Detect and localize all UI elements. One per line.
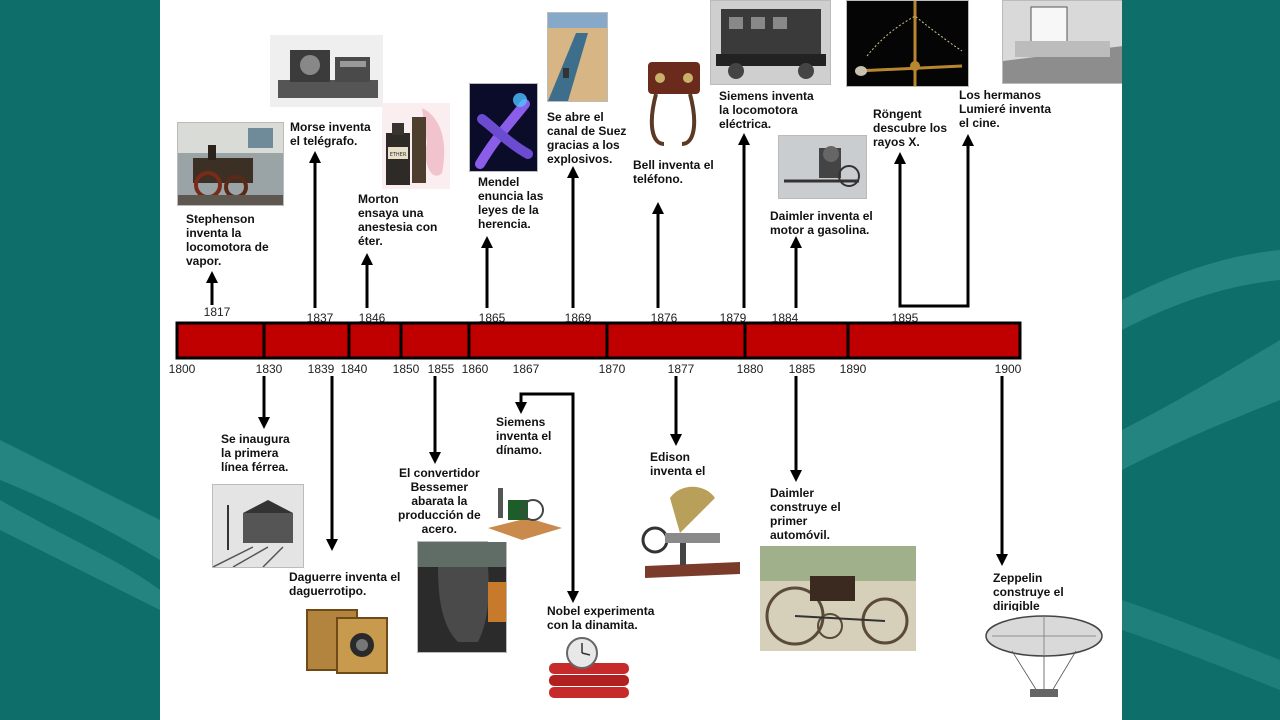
caption-daguerre: Daguerre inventa el daguerrotipo. bbox=[289, 570, 401, 598]
caption-siemens-loco: Siemens inventa la locomotora eléctrica. bbox=[719, 89, 814, 131]
caption-siemens-dinamo: Siemens inventa el dínamo. bbox=[496, 415, 552, 457]
timeline-graphics bbox=[175, 133, 1022, 603]
ether-bottle-photo: ETHER bbox=[382, 103, 450, 189]
year-1895: 1895 bbox=[891, 311, 919, 325]
bessemer-converter-photo bbox=[417, 541, 507, 653]
year-1884: 1884 bbox=[771, 311, 799, 325]
daguerreotype-camera-photo bbox=[297, 600, 401, 686]
arrow-1867 bbox=[515, 392, 579, 603]
year-1900: 1900 bbox=[994, 362, 1022, 376]
caption-mendel: Mendel enuncia las leyes de la herencia. bbox=[478, 175, 544, 231]
timeline-slide: 1817 1837 1846 1865 1869 1876 1879 1884 … bbox=[160, 0, 1122, 720]
arrow-1895 bbox=[894, 134, 974, 308]
caption-zeppelin: Zeppelin construye el dirigible bbox=[993, 571, 1064, 613]
phonograph-photo bbox=[640, 478, 744, 582]
caption-bessemer: El convertidor Bessemer abarata la produ… bbox=[398, 466, 481, 536]
year-1885: 1885 bbox=[788, 362, 816, 376]
caption-stephenson: Stephenson inventa la locomotora de vapo… bbox=[186, 212, 269, 268]
dynamite-clock-photo bbox=[544, 633, 634, 705]
year-1876: 1876 bbox=[650, 311, 678, 325]
caption-suez: Se abre el canal de Suez gracias a los e… bbox=[547, 110, 627, 166]
year-1850: 1850 bbox=[392, 362, 420, 376]
year-1865: 1865 bbox=[478, 311, 506, 325]
automobile-photo bbox=[760, 546, 916, 651]
year-1867: 1867 bbox=[512, 362, 540, 376]
caption-morse: Morse inventa el telégrafo. bbox=[290, 120, 371, 148]
timeline-bar bbox=[175, 321, 1022, 360]
telegraph-photo bbox=[270, 35, 383, 107]
gasoline-motor-photo bbox=[778, 135, 867, 199]
caption-bell: Bell inventa el teléfono. bbox=[633, 158, 714, 186]
caption-edison: Edison inventa el bbox=[650, 450, 706, 478]
caption-ferrea: Se inaugura la primera línea férrea. bbox=[221, 432, 290, 474]
electric-locomotive-photo bbox=[710, 0, 831, 85]
year-1869: 1869 bbox=[564, 311, 592, 325]
railway-station-photo bbox=[212, 484, 304, 568]
year-1855: 1855 bbox=[427, 362, 455, 376]
locomotive-photo bbox=[177, 122, 284, 206]
year-1846: 1846 bbox=[358, 311, 386, 325]
chromosome-photo bbox=[469, 83, 538, 172]
xray-apparatus-photo bbox=[846, 0, 969, 87]
year-1800: 1800 bbox=[168, 362, 196, 376]
caption-morton: Morton ensaya una anestesia con éter. bbox=[358, 192, 438, 248]
year-1879: 1879 bbox=[719, 311, 747, 325]
year-1817: 1817 bbox=[203, 305, 231, 319]
caption-rontgen: Röngent descubre los rayos X. bbox=[873, 107, 948, 149]
year-1880: 1880 bbox=[736, 362, 764, 376]
suez-canal-photo bbox=[547, 12, 608, 102]
year-1839: 1839 bbox=[307, 362, 335, 376]
svg-text:ETHER: ETHER bbox=[390, 152, 407, 158]
year-1870: 1870 bbox=[598, 362, 626, 376]
year-1837: 1837 bbox=[306, 311, 334, 325]
year-1860: 1860 bbox=[461, 362, 489, 376]
caption-daimler-motor: Daimler inventa el motor a gasolina. bbox=[770, 209, 873, 237]
telephone-photo bbox=[638, 54, 709, 150]
caption-lumiere: Los hermanos Lumieré inventa el cine. bbox=[959, 88, 1052, 130]
cinema-screen-photo bbox=[1002, 0, 1122, 84]
year-1890: 1890 bbox=[839, 362, 867, 376]
caption-nobel: Nobel experimenta con la dinamita. bbox=[547, 604, 655, 632]
year-1840: 1840 bbox=[340, 362, 368, 376]
year-1830: 1830 bbox=[255, 362, 283, 376]
airship-photo bbox=[982, 611, 1106, 709]
year-1877: 1877 bbox=[667, 362, 695, 376]
dynamo-photo bbox=[488, 480, 562, 542]
caption-daimler-auto: Daimler construye el primer automóvil. bbox=[770, 486, 841, 542]
